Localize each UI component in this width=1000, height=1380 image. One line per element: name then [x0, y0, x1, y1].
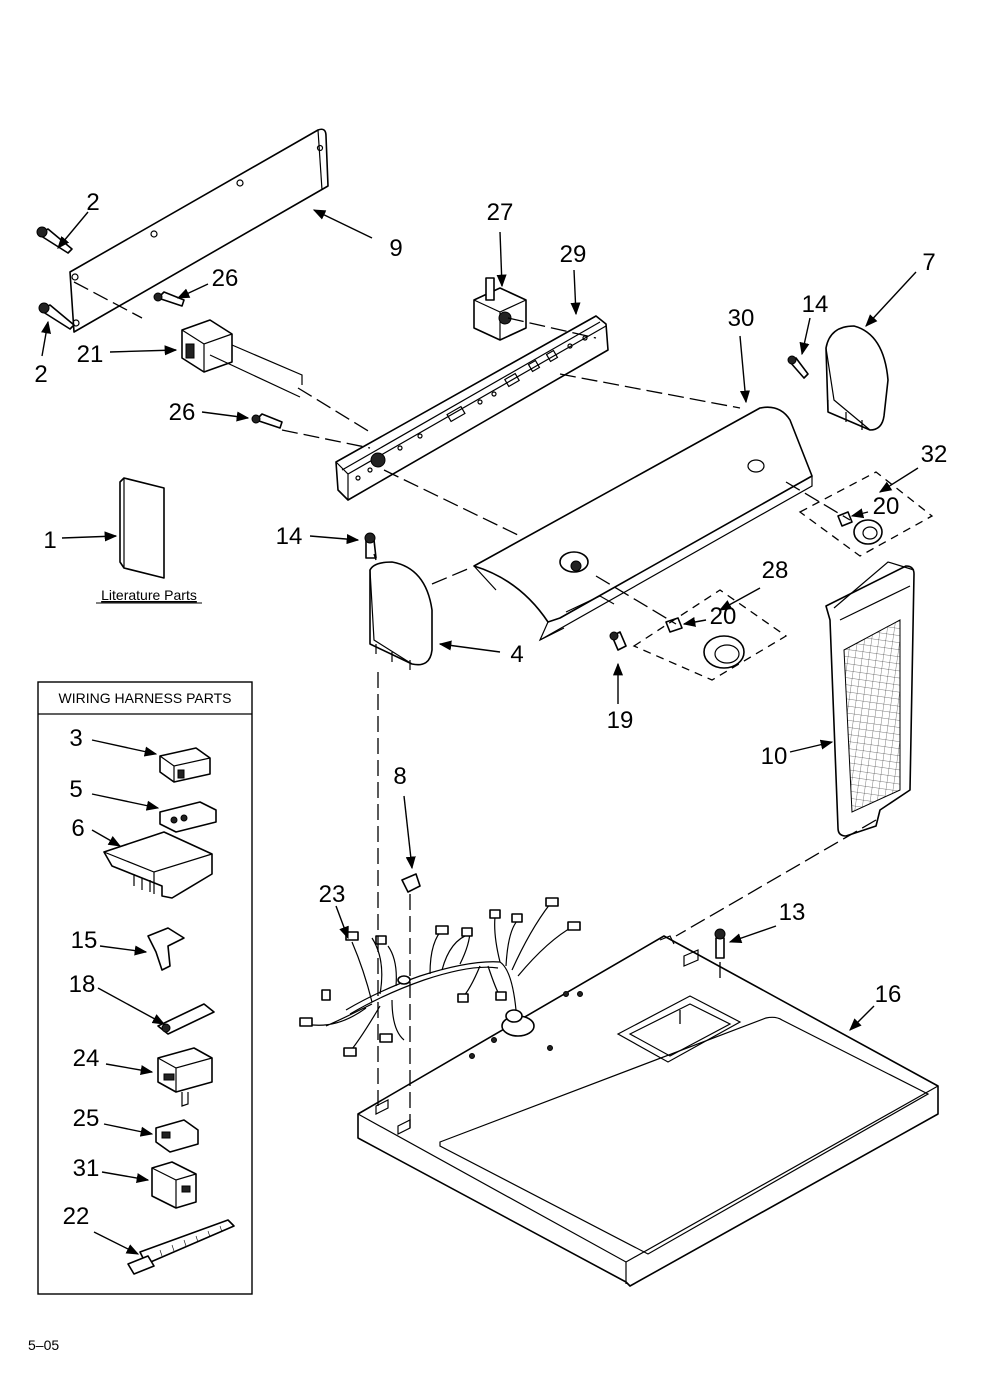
label-13: 13: [779, 899, 806, 926]
screw-part-2-bottom: [38, 302, 75, 330]
label-31: 31: [73, 1155, 100, 1182]
screw-part-2-top: [36, 226, 73, 254]
terminal-part-18: [157, 1003, 215, 1035]
assembly-lines: [73, 281, 934, 1128]
label-27: 27: [487, 199, 514, 226]
label-25: 25: [73, 1105, 100, 1132]
screw-part-13: [714, 928, 726, 959]
literature-parts-caption: Literature Parts: [101, 587, 197, 603]
timer-part-27: [473, 277, 527, 341]
connector-part-24: [157, 1047, 213, 1107]
label-8: 8: [393, 763, 406, 790]
clip-part-15: [147, 927, 185, 971]
label-3: 3: [69, 725, 82, 752]
label-20-right: 20: [873, 493, 900, 520]
label-32: 32: [921, 441, 948, 468]
label-24: 24: [73, 1045, 100, 1072]
connector-part-6: [103, 831, 213, 899]
leader-lines: [41, 209, 919, 1255]
callout-labels: 2 2 9 26 26 21 27 29 30 14 7 32 20 28 20…: [28, 189, 947, 1353]
harness-box-title: WIRING HARNESS PARTS: [59, 690, 232, 706]
label-2-top: 2: [86, 189, 99, 216]
connector-part-25: [155, 1119, 199, 1153]
label-26-bottom: 26: [169, 399, 196, 426]
literature-part-1: [119, 477, 165, 579]
label-22: 22: [63, 1203, 90, 1230]
label-7: 7: [922, 249, 935, 276]
label-10: 10: [761, 743, 788, 770]
back-panel-part-9: [69, 128, 329, 333]
console-part-30: [473, 406, 813, 642]
lint-filter-part-10: [825, 561, 915, 837]
label-9: 9: [389, 235, 402, 262]
label-2-bottom: 2: [34, 361, 47, 388]
label-14-left: 14: [276, 523, 303, 550]
top-panel-part-16: [357, 935, 939, 1287]
page-code: 5–05: [28, 1337, 59, 1353]
connector-part-31: [151, 1161, 197, 1209]
label-29: 29: [560, 241, 587, 268]
label-16: 16: [875, 981, 902, 1008]
label-23: 23: [319, 881, 346, 908]
clip-part-8: [401, 873, 421, 893]
end-cap-part-4: [369, 561, 433, 670]
label-6: 6: [71, 815, 84, 842]
screw-part-19: [609, 631, 627, 651]
screw-part-14-right: [787, 355, 809, 379]
label-20-left: 20: [710, 603, 737, 630]
label-21: 21: [77, 341, 104, 368]
cable-tie-part-22: [127, 1219, 235, 1275]
label-19: 19: [607, 707, 634, 734]
label-30: 30: [728, 305, 755, 332]
label-1: 1: [43, 527, 56, 554]
label-15: 15: [71, 927, 98, 954]
wiring-harness-part-23: [299, 897, 581, 1057]
screw-part-26-bottom: [251, 413, 283, 429]
knob-part-28: [665, 617, 745, 669]
switch-part-21: [181, 319, 303, 398]
connector-part-3: [159, 747, 211, 783]
label-26-top: 26: [212, 265, 239, 292]
wiring-harness-parts-box: WIRING HARNESS PARTS: [37, 681, 253, 1295]
console-bracket-part-29: [335, 315, 609, 501]
screw-part-26-top: [153, 291, 185, 307]
label-14-right: 14: [802, 291, 829, 318]
knob-part-32: [837, 511, 883, 545]
label-18: 18: [69, 971, 96, 998]
end-cap-part-7: [825, 325, 889, 431]
label-28: 28: [762, 557, 789, 584]
label-5: 5: [69, 776, 82, 803]
connector-part-5: [159, 801, 217, 833]
label-4: 4: [510, 641, 523, 668]
